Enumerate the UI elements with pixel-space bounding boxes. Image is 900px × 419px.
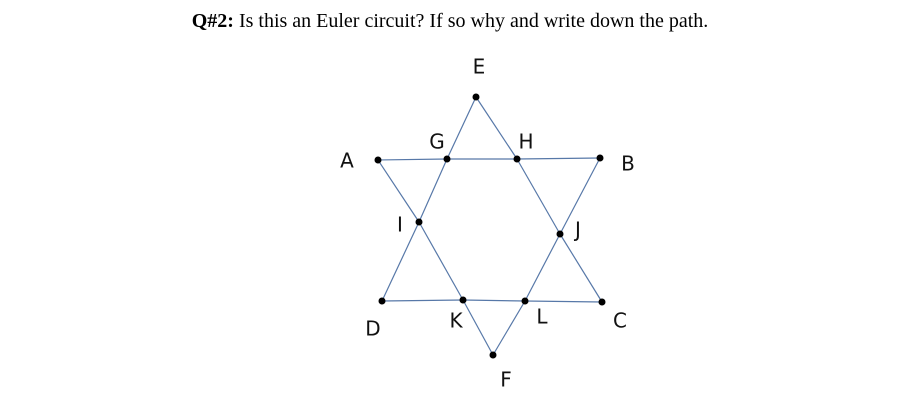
- edge-h-b: [516, 157, 601, 160]
- node-k: [459, 296, 467, 304]
- edge-j-l: [524, 233, 561, 302]
- edge-k-l: [462, 299, 526, 302]
- node-label-e: E: [473, 55, 486, 79]
- node-a: [374, 156, 382, 164]
- edge-e-h: [475, 96, 518, 160]
- node-i: [415, 218, 423, 226]
- node-e: [472, 93, 480, 101]
- node-j: [556, 230, 564, 238]
- node-label-l: L: [536, 305, 548, 329]
- node-label-k: K: [449, 309, 463, 333]
- node-label-c: C: [613, 309, 627, 333]
- question-text: Is this an Euler circuit? If so why and …: [233, 10, 709, 32]
- graph-nodes: [374, 93, 606, 359]
- question-number: Q#2:: [191, 10, 234, 32]
- edge-e-g: [446, 96, 477, 160]
- node-c: [598, 298, 606, 306]
- node-label-a: A: [340, 149, 354, 173]
- edge-l-c: [524, 300, 603, 303]
- edge-h-j: [516, 158, 561, 235]
- node-label-b: B: [621, 152, 635, 176]
- edge-k-f: [462, 299, 494, 356]
- node-label-h: H: [518, 130, 533, 154]
- node-f: [489, 351, 497, 359]
- node-label-d: D: [365, 317, 380, 341]
- edge-a-i: [377, 159, 420, 223]
- node-label-g: G: [429, 130, 445, 154]
- edge-j-c: [559, 233, 603, 303]
- edge-i-d: [381, 221, 420, 302]
- node-b: [596, 154, 604, 162]
- graph-labels: A B C D E F G H I J K L: [340, 55, 635, 392]
- node-label-f: F: [500, 368, 512, 392]
- node-label-i: I: [397, 213, 403, 237]
- edge-b-j: [559, 157, 601, 235]
- node-label-j: J: [573, 218, 581, 242]
- edge-l-f: [492, 300, 526, 356]
- node-d: [378, 297, 386, 305]
- question-heading: Q#2: Is this an Euler circuit? If so why…: [0, 10, 900, 33]
- edge-i-k: [418, 221, 464, 301]
- node-l: [521, 297, 529, 305]
- edge-a-g: [377, 158, 448, 161]
- edge-d-k: [381, 299, 464, 302]
- graph-edges: [377, 96, 603, 356]
- node-h: [513, 155, 521, 163]
- node-g: [443, 155, 451, 163]
- edge-g-i: [418, 158, 448, 223]
